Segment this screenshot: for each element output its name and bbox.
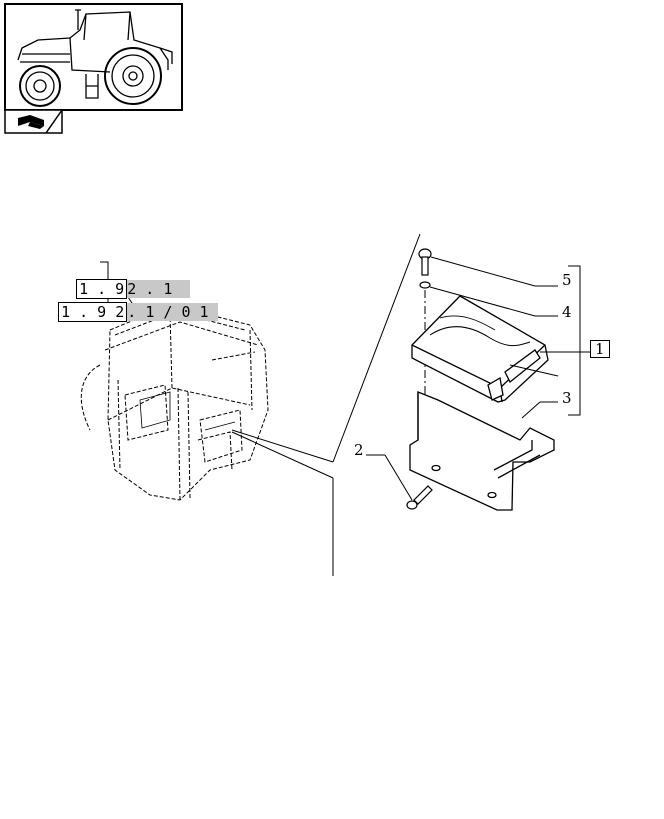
callout-5: 5 [562,271,572,289]
callout-4: 4 [562,303,572,321]
tractor-thumbnail [4,3,183,134]
projection-lines [231,233,421,576]
cab-frame-solid [139,391,236,431]
callout-leaders [366,256,590,501]
ref-code-2: 1 . 9 2. 1 / 0 1 [40,285,218,322]
bolt-top [418,248,432,276]
ref-code-1-boxed: 1 . 9 [76,279,128,299]
ref-code-2-shaded: . 1 / 0 1 [127,303,209,321]
cab-frame-assembly [80,304,269,501]
callout-3: 3 [562,389,572,407]
control-unit-module [411,295,549,403]
tractor-thumbnail-icon [17,9,173,107]
callout-2: 2 [354,441,364,459]
ref-code-2-boxed: 1 . 9 2 [58,302,128,322]
mounting-bracket [409,391,555,511]
callout-1: 1 [590,340,610,358]
ref-code-1-shaded: 2 . 1 [127,280,173,298]
washer [419,281,431,289]
book-hand-icon [18,115,44,129]
screw-bottom [406,485,433,510]
